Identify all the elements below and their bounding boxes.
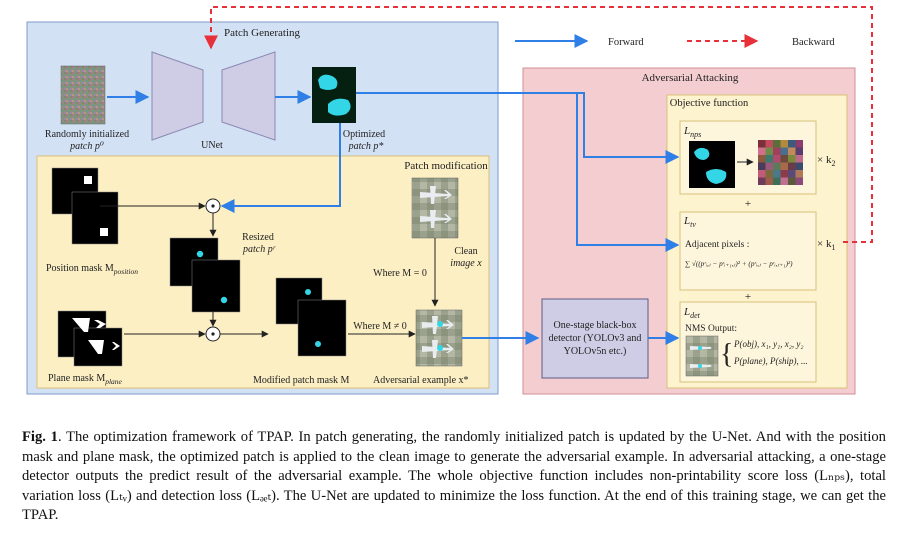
modified-patch-mask-image bbox=[275, 277, 347, 357]
plane-mask-image bbox=[57, 310, 123, 367]
palette-cell bbox=[788, 147, 796, 155]
backward-legend-label: Backward bbox=[792, 37, 835, 48]
resized-patch-image bbox=[169, 237, 241, 313]
where-m-zero-label: Where M = 0 bbox=[373, 268, 427, 279]
plane-mask-label: Plane mask Mplane bbox=[48, 373, 123, 386]
palette-cell bbox=[780, 147, 788, 155]
palette-cell bbox=[795, 177, 803, 185]
palette-cell bbox=[780, 170, 788, 178]
patch-modification-title: Patch modification bbox=[404, 160, 488, 172]
adversarial-example-label: Adversarial example x* bbox=[373, 375, 469, 386]
l-tv-label: Ltv bbox=[683, 215, 696, 229]
arrow-patch-to-ltv bbox=[576, 93, 680, 252]
resized-patch-label-2: patch pʳ bbox=[242, 244, 276, 255]
backward-loop-arrow bbox=[204, 6, 873, 243]
palette-cell bbox=[773, 140, 781, 148]
palette-cell bbox=[758, 140, 766, 148]
framework-figure: Patch Generating Patch modification Adve… bbox=[26, 6, 873, 395]
objective-function-title: Objective function bbox=[670, 98, 749, 109]
clean-image-label-1: Clean bbox=[454, 246, 477, 257]
position-mask-image bbox=[51, 167, 119, 245]
palette-cell bbox=[795, 162, 803, 170]
palette-cell bbox=[773, 170, 781, 178]
clean-image bbox=[411, 177, 459, 239]
palette-cell bbox=[765, 140, 773, 148]
palette-cell bbox=[780, 177, 788, 185]
optimized-patch-image bbox=[312, 67, 356, 123]
palette-cell bbox=[795, 155, 803, 163]
caption-text: . The optimization framework of TPAP. In… bbox=[22, 429, 886, 524]
l-tv-box bbox=[679, 211, 817, 291]
plus-2: + bbox=[745, 291, 751, 303]
adjacent-pixels-label: Adjacent pixels : bbox=[685, 240, 749, 250]
palette-cell bbox=[795, 140, 803, 148]
random-patch-label-2: patch p⁰ bbox=[69, 141, 104, 152]
where-m-not-zero-label: Where M ≠ 0 bbox=[353, 321, 407, 332]
palette-cell bbox=[765, 177, 773, 185]
palette-cell bbox=[773, 162, 781, 170]
palette-cell bbox=[788, 140, 796, 148]
palette-cell bbox=[795, 147, 803, 155]
patch-generating-title: Patch Generating bbox=[224, 27, 301, 39]
detector-label-2: detector (YOLOv3 and bbox=[549, 333, 642, 344]
nms-output-image bbox=[685, 335, 719, 377]
random-patch-label-1: Randomly initialized bbox=[45, 129, 129, 140]
printable-color-palette bbox=[758, 140, 803, 185]
palette-cell bbox=[773, 177, 781, 185]
nms-output-label: NMS Output: bbox=[685, 324, 737, 334]
nms-output-line-2: P(plane), P(ship), ... bbox=[733, 356, 808, 366]
l-nps-patch-image bbox=[689, 141, 735, 188]
palette-cell bbox=[765, 155, 773, 163]
tv-formula: ∑ √((pʳᵢ,ⱼ − pʳᵢ₊₁,ⱼ)² + (pʳᵢ,ⱼ − pʳᵢ,ⱼ₊… bbox=[685, 260, 793, 268]
modified-patch-mask-label: Modified patch mask M bbox=[253, 375, 349, 386]
detector-label-3: YOLOv5n etc.) bbox=[564, 346, 627, 357]
k2-label: × k2 bbox=[817, 154, 835, 168]
caption-figure-number: Fig. 1 bbox=[22, 429, 58, 445]
plus-1: + bbox=[745, 198, 751, 210]
palette-cell bbox=[758, 147, 766, 155]
figure-caption: Fig. 1. The optimization framework of TP… bbox=[22, 428, 886, 526]
position-mask-label: Position mask Mposition bbox=[46, 263, 138, 276]
optimized-patch-label-1: Optimized bbox=[343, 129, 385, 140]
palette-cell bbox=[758, 162, 766, 170]
adversarial-attacking-title: Adversarial Attacking bbox=[642, 72, 739, 84]
palette-cell bbox=[788, 170, 796, 178]
unet-encoder bbox=[151, 51, 204, 141]
arrow-patch-to-resize bbox=[220, 123, 341, 213]
palette-cell bbox=[758, 155, 766, 163]
palette-cell bbox=[765, 147, 773, 155]
l-nps-label: Lnps bbox=[683, 125, 701, 139]
palette-cell bbox=[780, 155, 788, 163]
detector-label-1: One-stage black-box bbox=[553, 320, 636, 331]
palette-cell bbox=[788, 162, 796, 170]
palette-cell bbox=[788, 155, 796, 163]
detector-box bbox=[541, 298, 649, 379]
clean-image-label-2: image x bbox=[450, 258, 482, 269]
palette-cell bbox=[765, 170, 773, 178]
palette-cell bbox=[758, 170, 766, 178]
palette-cell bbox=[788, 177, 796, 185]
palette-cell bbox=[773, 147, 781, 155]
palette-cell bbox=[780, 140, 788, 148]
nms-output-line-1: P(obj), x₁, y₁, x₂, y₂ bbox=[733, 339, 804, 349]
l-det-label: Ldet bbox=[683, 306, 701, 320]
random-patch-image bbox=[60, 65, 106, 125]
k1-label: × k1 bbox=[817, 238, 835, 252]
forward-legend-label: Forward bbox=[608, 37, 644, 48]
palette-cell bbox=[758, 177, 766, 185]
palette-cell bbox=[795, 170, 803, 178]
resized-patch-label-1: Resized bbox=[242, 232, 274, 243]
palette-cell bbox=[765, 162, 773, 170]
unet-decoder bbox=[221, 51, 276, 141]
palette-cell bbox=[780, 162, 788, 170]
unet-label: UNet bbox=[201, 140, 223, 151]
optimized-patch-label-2: patch p* bbox=[348, 141, 384, 152]
brace: { bbox=[720, 339, 733, 370]
arrow-patch-to-lnps bbox=[356, 92, 680, 164]
adversarial-example-image bbox=[415, 309, 463, 367]
palette-cell bbox=[773, 155, 781, 163]
